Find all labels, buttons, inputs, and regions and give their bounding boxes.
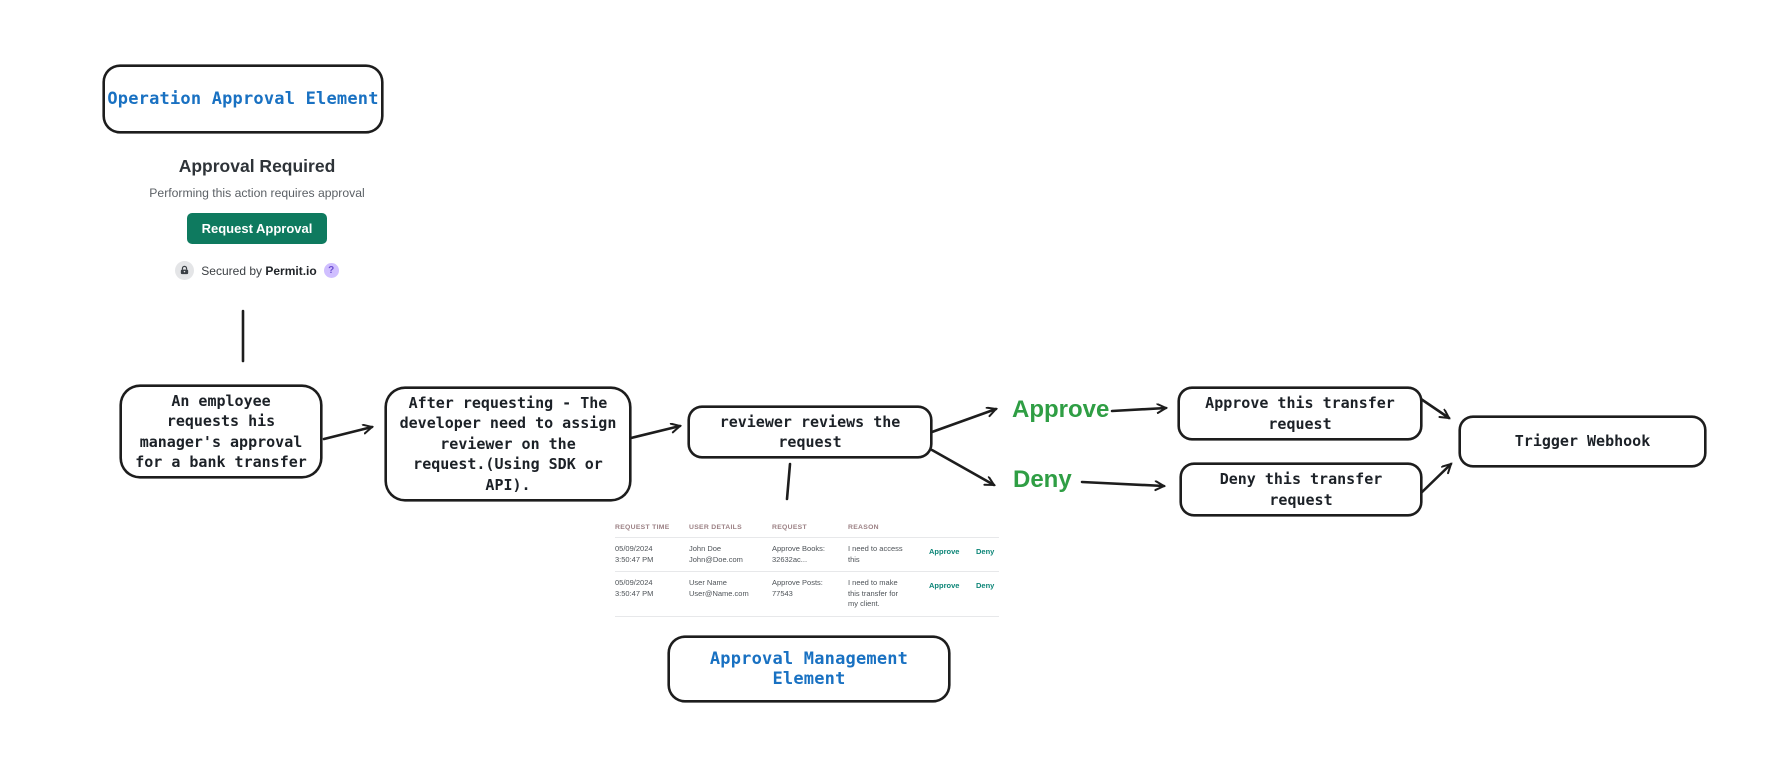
- step3-box: reviewer reviews the request: [688, 406, 932, 458]
- col-header-user-details: USER DETAILS: [689, 524, 742, 531]
- cell-reason: I need to make this transfer for my clie…: [848, 578, 899, 608]
- webhook-box: Trigger Webhook: [1459, 416, 1706, 467]
- deny-link[interactable]: Deny: [976, 581, 995, 590]
- col-header-deny-spacer: [976, 521, 1004, 537]
- webhook-text: Trigger Webhook: [1514, 432, 1651, 451]
- cell-time: 05/09/2024 3:50:47 PM: [615, 578, 654, 598]
- deny-branch-label: Deny: [1013, 466, 1072, 493]
- approve-action-box: Approve this transfer request: [1178, 387, 1422, 440]
- deny-action-text: Deny this transfer request: [1219, 470, 1383, 509]
- line-step3-table: [785, 462, 792, 501]
- arrow-approve-box: [1110, 408, 1166, 411]
- table-header-row: REQUEST TIME USER DETAILS REQUEST REASON: [615, 521, 999, 537]
- approval-management-table: REQUEST TIME USER DETAILS REQUEST REASON…: [615, 521, 999, 617]
- arrow-step3-approve: [930, 409, 996, 434]
- approval-card-title: Approval Required: [178, 156, 336, 176]
- approve-action-text: Approve this transfer request: [1205, 394, 1395, 433]
- arrow-deny-box: [1080, 482, 1164, 486]
- arrow-step1-step2: [322, 427, 372, 441]
- operation-approval-element-label: Operation Approval Element: [107, 89, 379, 109]
- step1-text: An employee requests his manager's appro…: [135, 391, 307, 471]
- deny-action-box: Deny this transfer request: [1180, 463, 1422, 516]
- table-row: 05/09/2024 3:50:47 PM User Name User@Nam…: [615, 571, 999, 617]
- cell-time: 05/09/2024 3:50:47 PM: [615, 544, 654, 564]
- approval-management-element-box: Approval Management Element: [668, 636, 950, 702]
- help-icon[interactable]: ?: [323, 263, 339, 278]
- deny-link[interactable]: Deny: [976, 547, 995, 556]
- request-approval-button[interactable]: Request Approval: [186, 213, 328, 244]
- col-header-request: REQUEST: [772, 524, 807, 531]
- approval-card-subtitle: Performing this action requires approval: [149, 186, 365, 200]
- cell-request: Approve Books: 32632ac...: [772, 544, 825, 564]
- approval-management-element-label: Approval Management Element: [709, 649, 909, 689]
- arrow-denybox-webhook: [1417, 464, 1451, 497]
- arrow-step3-deny: [930, 448, 994, 487]
- approve-link[interactable]: Approve: [929, 581, 960, 590]
- operation-approval-element-box: Operation Approval Element: [103, 65, 383, 133]
- step2-box: After requesting - The developer need to…: [385, 387, 631, 501]
- step3-text: reviewer reviews the request: [719, 412, 901, 451]
- table-row: 05/09/2024 3:50:47 PM John Doe John@Doe.…: [615, 537, 999, 571]
- approve-link[interactable]: Approve: [929, 547, 960, 556]
- secured-by-text: Secured by Permit.io: [201, 263, 317, 278]
- col-header-request-time: REQUEST TIME: [615, 524, 670, 531]
- cell-user: John Doe John@Doe.com: [689, 544, 743, 564]
- secured-by-row: Secured by Permit.io ?: [121, 261, 393, 280]
- step1-box: An employee requests his manager's appro…: [120, 385, 322, 478]
- lock-icon: [175, 261, 195, 280]
- approval-required-card: Approval Required Performing this action…: [121, 156, 393, 280]
- cell-user: User Name User@Name.com: [689, 578, 749, 598]
- cell-request: Approve Posts: 77543: [772, 578, 823, 598]
- cell-reason: I need to access this: [848, 544, 903, 564]
- col-header-reason: REASON: [848, 524, 879, 531]
- permit-brand: Permit.io: [265, 263, 317, 278]
- arrow-step2-step3: [629, 426, 680, 440]
- col-header-approve-spacer: [929, 521, 975, 537]
- arrow-approvebox-webhook: [1419, 397, 1449, 420]
- step2-text: After requesting - The developer need to…: [399, 394, 617, 494]
- approve-branch-label: Approve: [1012, 396, 1110, 423]
